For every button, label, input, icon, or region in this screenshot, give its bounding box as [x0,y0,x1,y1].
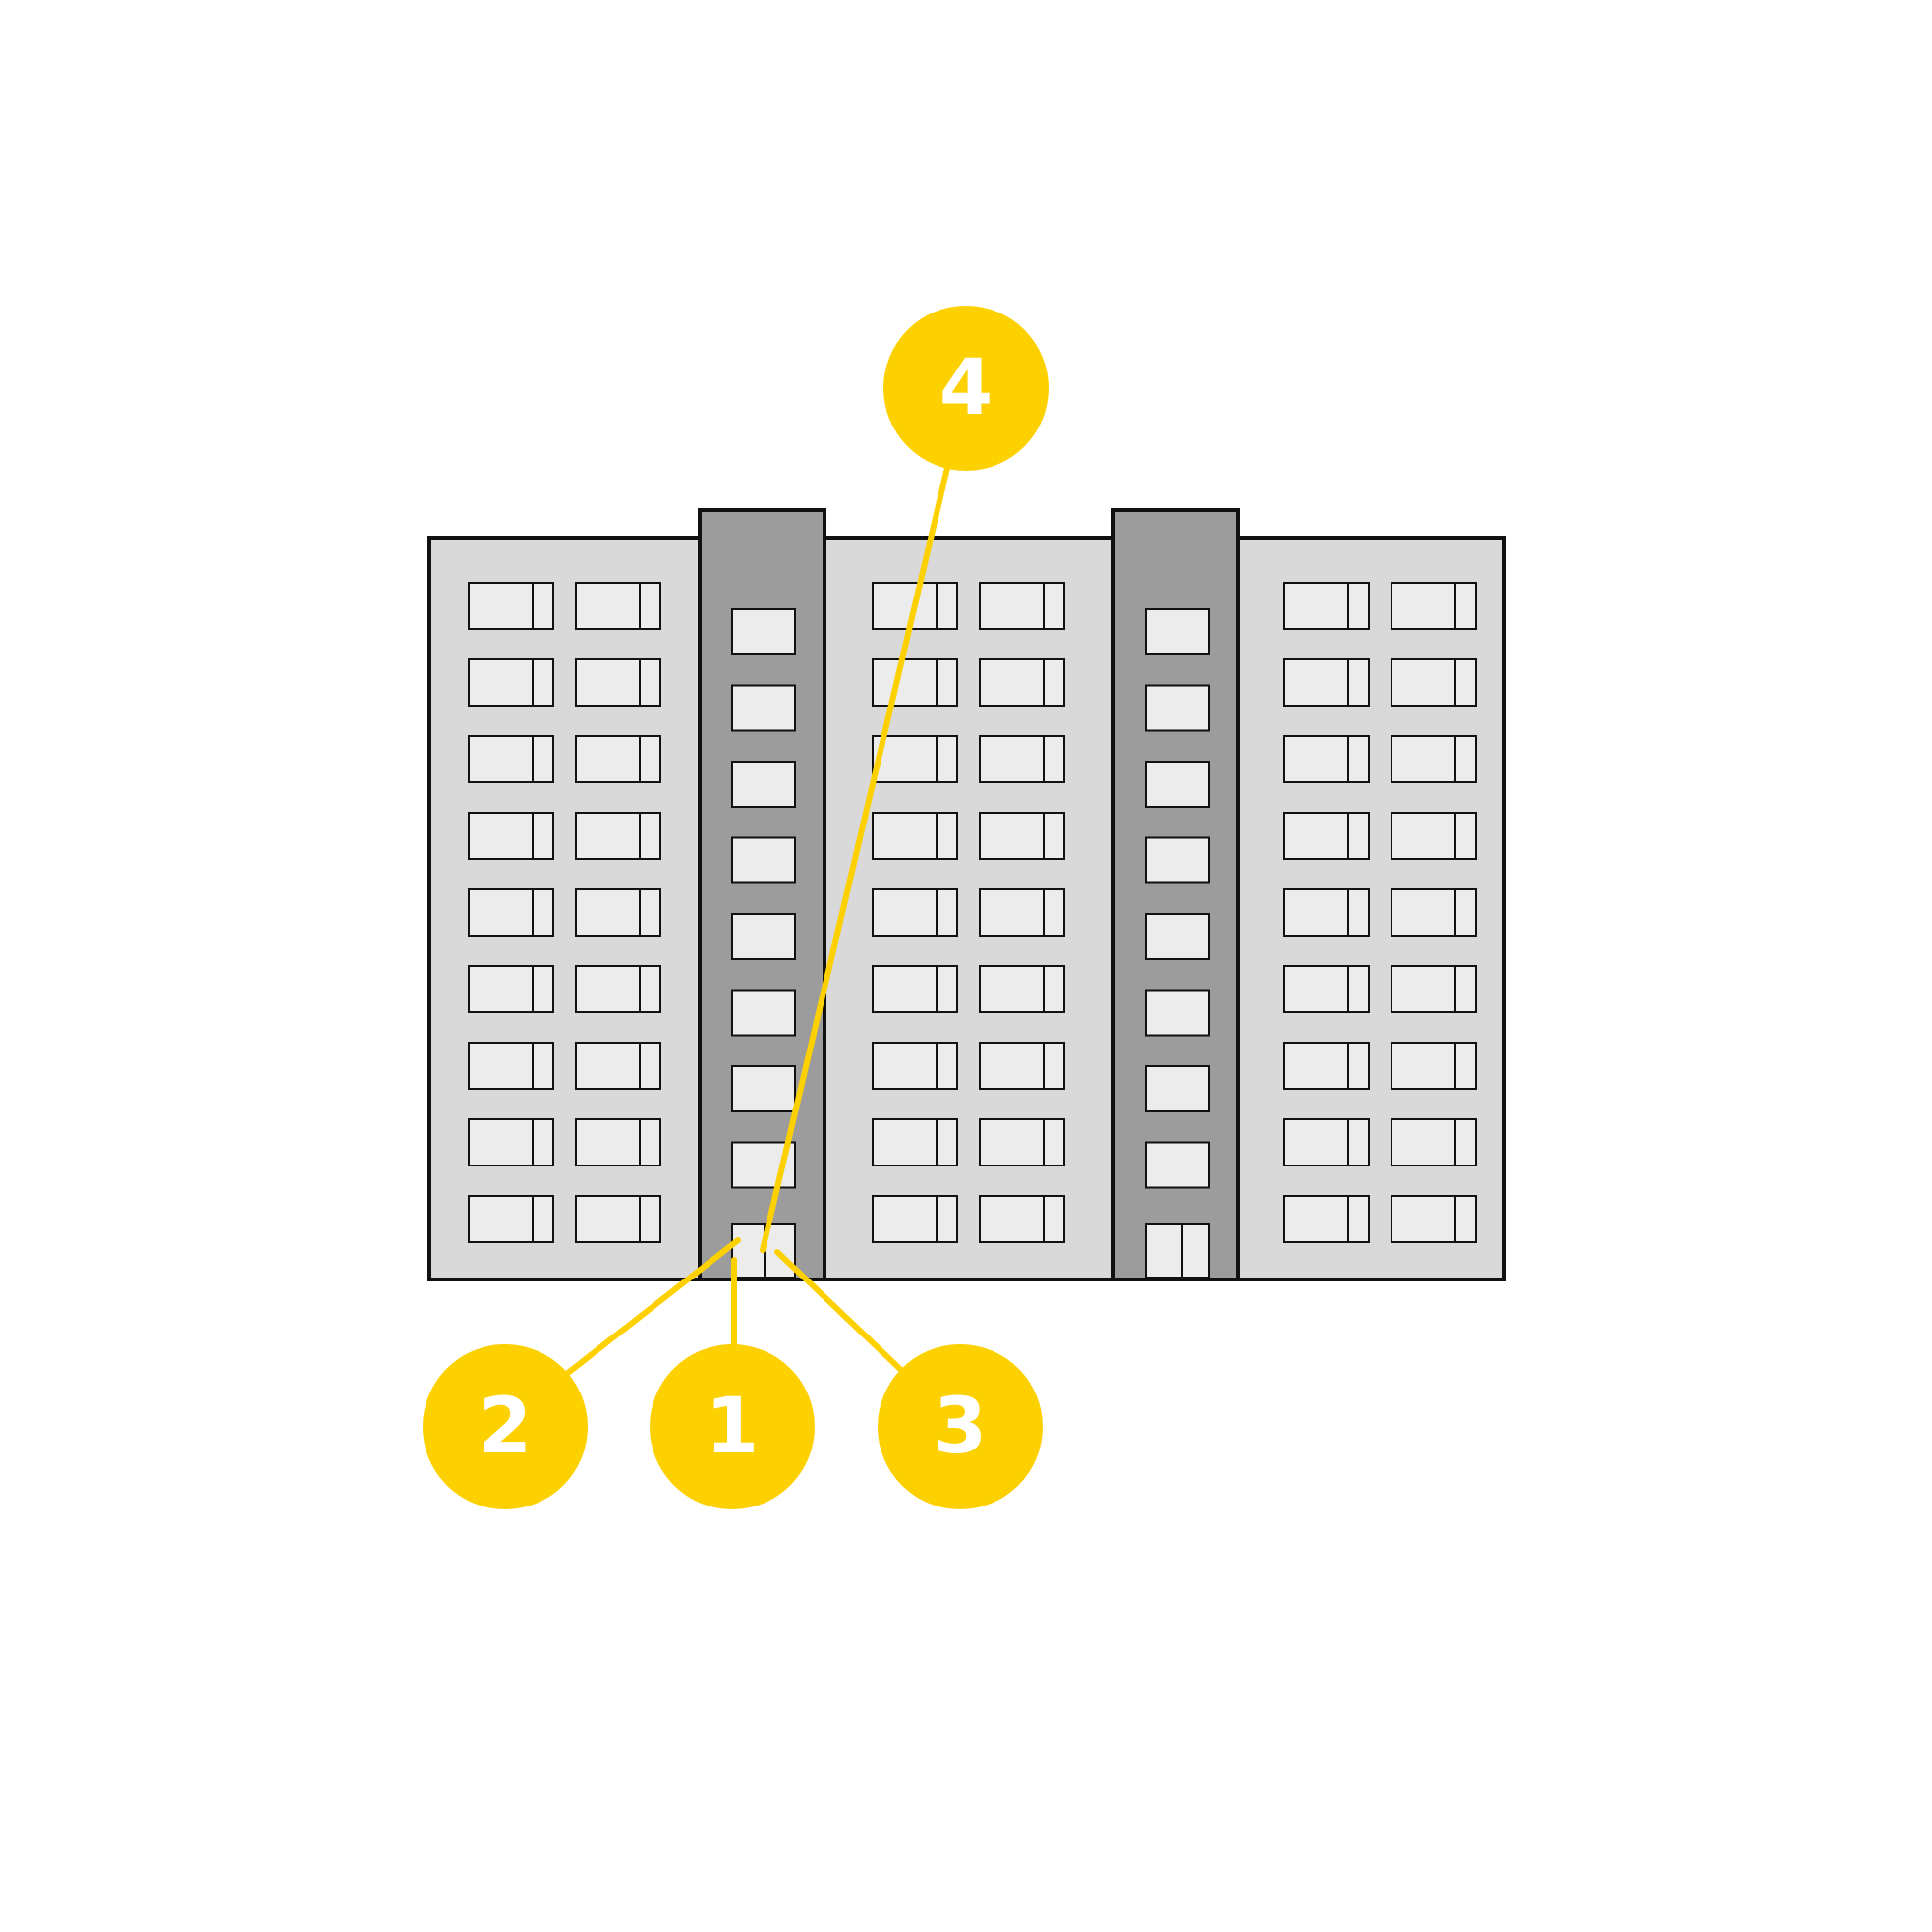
window [1283,658,1370,707]
window [979,888,1065,937]
callout-3: 3 [878,1344,1043,1509]
window [1283,1042,1370,1090]
window [575,1195,661,1243]
window [575,1042,661,1090]
window [468,812,554,860]
window [1283,888,1370,937]
stair-window [1145,1141,1210,1189]
window [872,888,958,937]
window [1391,1042,1477,1090]
window [1391,1118,1477,1166]
leader-line-3 [774,1249,905,1374]
window [872,658,958,707]
callout-2-label: 2 [479,1383,532,1471]
callout-1-label: 1 [706,1383,759,1471]
callouts: 4 2 1 3 [423,306,1049,1509]
window [1391,888,1477,937]
window [468,658,554,707]
callout-4: 4 [883,306,1049,471]
stair-window [731,761,796,808]
window [979,658,1065,707]
window [872,735,958,783]
window [575,888,661,937]
stair-window [1145,684,1210,732]
window [1391,812,1477,860]
window [468,582,554,630]
stair-window [1145,608,1210,655]
window [575,812,661,860]
window [872,812,958,860]
stair-window [731,913,796,960]
stair-window [1145,1065,1210,1112]
window [468,965,554,1013]
window [575,1118,661,1166]
window [872,1118,958,1166]
window [1283,812,1370,860]
stair-window [731,608,796,655]
window [1391,658,1477,707]
stair-window [1145,989,1210,1037]
window [979,1195,1065,1243]
stair-window [731,1065,796,1112]
window [872,1195,958,1243]
window [575,735,661,783]
window [575,582,661,630]
window [1283,1118,1370,1166]
window [1283,735,1370,783]
window [979,812,1065,860]
window [1391,735,1477,783]
window [979,1118,1065,1166]
window [979,965,1065,1013]
apartment-building [427,508,1506,1281]
window [1391,1195,1477,1243]
window [1391,965,1477,1013]
window [468,1118,554,1166]
callout-3-label: 3 [934,1383,987,1471]
stair-window [731,989,796,1037]
callout-2: 2 [423,1344,588,1509]
entrance-door-right [1145,1223,1210,1279]
window [1283,1195,1370,1243]
stair-window [1145,836,1210,884]
leader-line-2 [565,1237,741,1376]
window [468,1195,554,1243]
window [872,1042,958,1090]
window [979,582,1065,630]
window [872,965,958,1013]
callout-1: 1 [650,1344,815,1509]
wing-windows [468,582,1477,1243]
leader-line-4 [760,465,950,1253]
stair-window [1145,761,1210,808]
window [468,735,554,783]
window [468,888,554,937]
stair-window [1145,913,1210,960]
window [1283,965,1370,1013]
center-wing [823,536,1115,1281]
window [1391,582,1477,630]
stair-window [731,684,796,732]
window [979,1042,1065,1090]
window [979,735,1065,783]
stair-window [731,836,796,884]
window [575,965,661,1013]
stair-core-windows [731,608,1210,1189]
window [575,658,661,707]
window [1283,582,1370,630]
window [468,1042,554,1090]
callout-4-label: 4 [939,344,993,432]
